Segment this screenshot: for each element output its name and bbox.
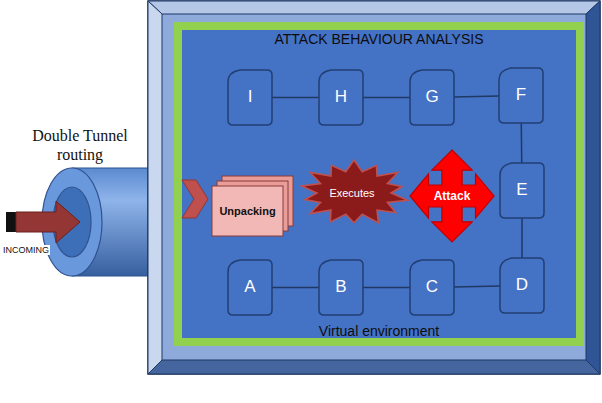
- process-box: A: [228, 260, 272, 315]
- box-outline: [499, 68, 543, 123]
- box-outline: [500, 163, 544, 218]
- node-label: I: [248, 87, 253, 107]
- connector-line: [363, 287, 410, 289]
- node-label: Attack: [434, 189, 471, 203]
- panel-caption: Virtual environment: [319, 323, 439, 340]
- green-border: [174, 22, 584, 346]
- node-label: H: [335, 87, 347, 107]
- connector-line: [272, 97, 319, 99]
- process-box: I: [228, 70, 272, 125]
- cross-outline: [410, 150, 494, 242]
- box-outline: [228, 260, 272, 315]
- connector-line: [521, 123, 523, 163]
- box-outline: [319, 70, 363, 125]
- panel-title: ATTACK BEHAVIOUR ANALYSIS: [274, 31, 483, 48]
- box-outline: [410, 70, 454, 125]
- node-label: Double Tunnel routing: [18, 126, 142, 164]
- process-box: C: [410, 260, 454, 315]
- box-outline: [410, 260, 454, 315]
- page-sheet: [212, 186, 283, 236]
- box-outline: [228, 70, 272, 125]
- node-label: G: [425, 87, 438, 107]
- box-outline: [319, 260, 363, 315]
- process-box: B: [319, 260, 363, 315]
- node-label: D: [516, 275, 528, 295]
- burst-outline: [302, 160, 408, 223]
- node-label: B: [335, 277, 346, 297]
- analysis-panel: ATTACK BEHAVIOUR ANALYSIS Virtual environ…: [174, 22, 584, 346]
- executes-starburst: Executes: [298, 160, 410, 226]
- node-label: A: [244, 277, 255, 297]
- box-outline: [500, 258, 544, 313]
- unpacking-pages: Unpacking: [212, 176, 295, 238]
- node-label: Unpacking: [219, 205, 275, 218]
- incoming-label: INCOMING: [2, 245, 50, 255]
- node-label: Executes: [329, 187, 374, 200]
- node-label: F: [516, 85, 526, 105]
- node-label: C: [426, 277, 438, 297]
- incoming-arrow: [6, 201, 80, 243]
- arrow-caption: INCOMING: [2, 245, 50, 255]
- process-box: D: [500, 258, 544, 313]
- node-label: E: [516, 180, 527, 200]
- connector-line: [454, 96, 499, 97]
- process-box: G: [410, 70, 454, 125]
- attack-cross-arrow: Attack: [410, 150, 494, 242]
- process-box: H: [319, 70, 363, 125]
- entry-chevron: [182, 180, 208, 218]
- blue-panel: [182, 30, 576, 338]
- connector-line: [363, 97, 410, 99]
- tunnel-heading: Double Tunnel routing: [4, 126, 150, 278]
- connector-line: [521, 218, 523, 258]
- connector-line: [454, 286, 500, 287]
- connector-line: [272, 287, 319, 289]
- process-box: F: [499, 68, 543, 123]
- bevel-frame: [148, 1, 600, 374]
- process-box: E: [500, 163, 544, 218]
